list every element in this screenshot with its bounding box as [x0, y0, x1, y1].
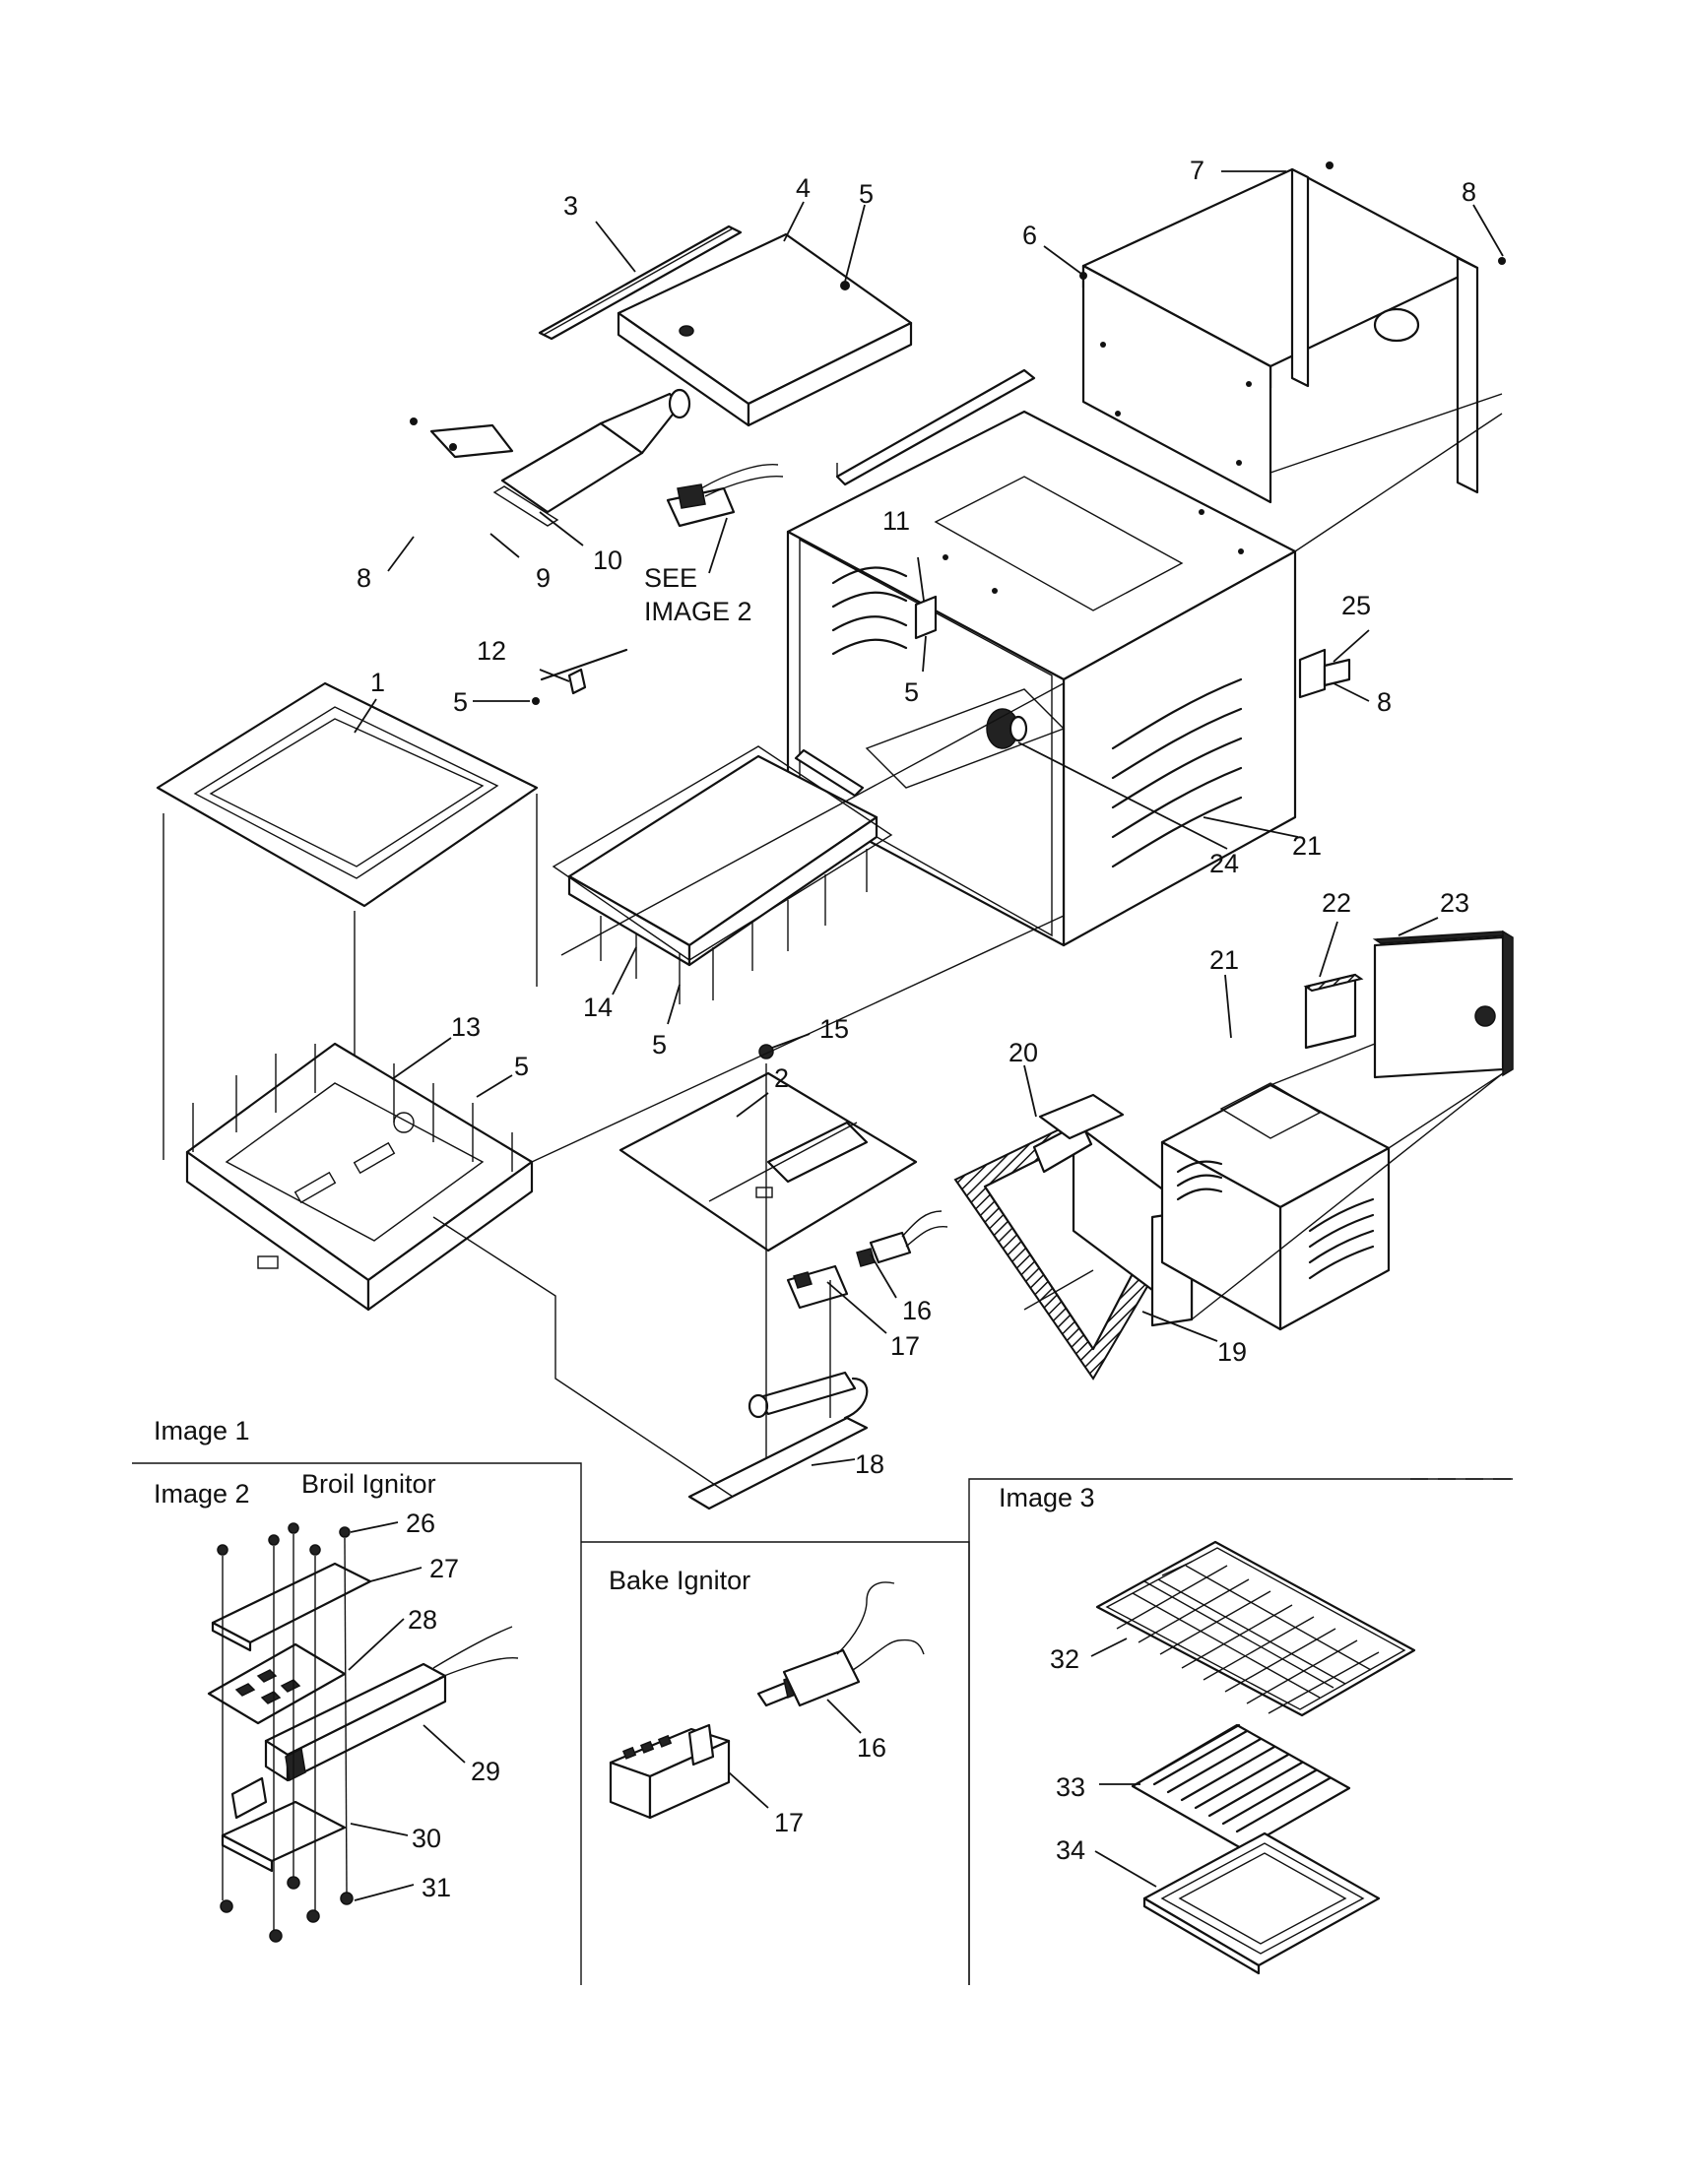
part-31-nuts — [220, 1876, 354, 1943]
callout-8a: 8 — [1462, 177, 1476, 207]
callout-27: 27 — [429, 1554, 459, 1583]
callout-31: 31 — [422, 1873, 451, 1902]
callout-29: 29 — [471, 1757, 500, 1786]
callout-7: 7 — [1190, 156, 1204, 185]
callout-21a: 21 — [1292, 831, 1322, 861]
callout-30: 30 — [412, 1824, 441, 1853]
part-25-bracket — [1298, 648, 1351, 699]
part-4-burner-cover — [617, 232, 913, 427]
part-14-bake-burner-cover — [552, 745, 893, 1004]
callout-12: 12 — [477, 636, 506, 666]
callout-4: 4 — [796, 173, 811, 203]
callout-5a: 5 — [859, 179, 874, 209]
image3-racks-and-pan — [1090, 1540, 1416, 1975]
callout-13: 13 — [451, 1012, 481, 1042]
callout-3: 3 — [563, 191, 578, 221]
callout-16: 16 — [902, 1296, 932, 1325]
callout-23: 23 — [1440, 888, 1469, 918]
section-bake-ignitor-title: Bake Ignitor — [609, 1566, 750, 1595]
part-12-temperature-probe — [532, 648, 628, 705]
callout-6: 6 — [1022, 221, 1037, 250]
projection-lines — [432, 393, 1504, 1498]
callout-2: 2 — [774, 1063, 789, 1093]
part-21-oven-cavity — [786, 410, 1297, 947]
part-18-bake-burner — [687, 1063, 869, 1510]
callout-20: 20 — [1009, 1038, 1038, 1067]
part-34-broil-pan — [1142, 1831, 1381, 1975]
part-2-bake-baffle — [618, 1071, 918, 1253]
callout-1: 1 — [370, 668, 385, 697]
callout-8b: 8 — [357, 563, 371, 593]
part-26-screws — [217, 1522, 351, 1556]
callout-18: 18 — [855, 1449, 884, 1479]
side-trim-strip — [835, 368, 1036, 486]
bake-ignitor-detail — [609, 1581, 925, 1820]
part-7-top-wrapper — [1079, 161, 1506, 504]
callout-17: 17 — [890, 1331, 920, 1361]
section-image2-title: Image 2 — [154, 1479, 250, 1509]
part-22-bracket — [1303, 973, 1364, 1050]
callout-16b: 16 — [857, 1733, 886, 1763]
broil-ignitor-assembly-small — [666, 464, 784, 528]
callout-34: 34 — [1056, 1835, 1085, 1865]
part-21-oven-cavity-small — [1160, 1082, 1391, 1331]
part-11-bracket — [914, 595, 938, 640]
see-image2-line1: SEE — [644, 563, 697, 593]
callout-32: 32 — [1050, 1644, 1079, 1674]
image2-broil-ignitor-assembly — [207, 1521, 519, 1943]
callout-24: 24 — [1209, 849, 1239, 878]
callout-5b: 5 — [904, 677, 919, 707]
callout-15: 15 — [819, 1014, 849, 1044]
part-33-broil-grid — [1131, 1723, 1351, 1851]
callout-8c: 8 — [1377, 687, 1392, 717]
section-image3-title: Image 3 — [999, 1483, 1095, 1512]
callout-19: 19 — [1217, 1337, 1247, 1367]
part-20-door-shield — [1038, 1093, 1125, 1140]
callout-33: 33 — [1056, 1772, 1085, 1802]
section-frames — [132, 1462, 1513, 1985]
callout-17b: 17 — [774, 1808, 804, 1837]
see-image2-line2: IMAGE 2 — [644, 597, 752, 626]
callout-22: 22 — [1322, 888, 1351, 918]
section-broil-ignitor-title: Broil Ignitor — [301, 1469, 436, 1499]
callout-25: 25 — [1341, 591, 1371, 620]
part-3-trim-strip — [538, 225, 743, 341]
callout-26: 26 — [406, 1509, 435, 1538]
part-19-door-frame — [953, 1121, 1194, 1381]
part-27-plate — [211, 1562, 372, 1644]
callout-10: 10 — [593, 546, 622, 575]
part-28-plate — [207, 1642, 347, 1725]
callout-9: 9 — [536, 563, 551, 593]
part-16-17-bake-ignitor-main — [786, 1210, 948, 1310]
callout-5e: 5 — [514, 1052, 529, 1081]
callout-5c: 5 — [453, 687, 468, 717]
callout-leaders — [354, 170, 1504, 1466]
part-9-bracket — [410, 418, 514, 459]
callout-14: 14 — [583, 993, 613, 1022]
part-24-oven-light — [986, 708, 1028, 749]
part-13-bottom-pan — [185, 1042, 534, 1312]
section-image1-title: Image 1 — [154, 1416, 250, 1445]
part-10-broil-burner — [492, 388, 691, 527]
part-32-oven-rack — [1095, 1540, 1416, 1717]
callout-11: 11 — [882, 506, 910, 536]
part-23-back-panel — [1372, 930, 1514, 1079]
callout-28: 28 — [408, 1605, 437, 1635]
callout-21b: 21 — [1209, 945, 1239, 975]
callout-5d: 5 — [652, 1030, 667, 1060]
callout-labels: 3 4 5 6 7 8 8 9 10 11 5 12 5 25 8 24 21 … — [357, 156, 1476, 1479]
